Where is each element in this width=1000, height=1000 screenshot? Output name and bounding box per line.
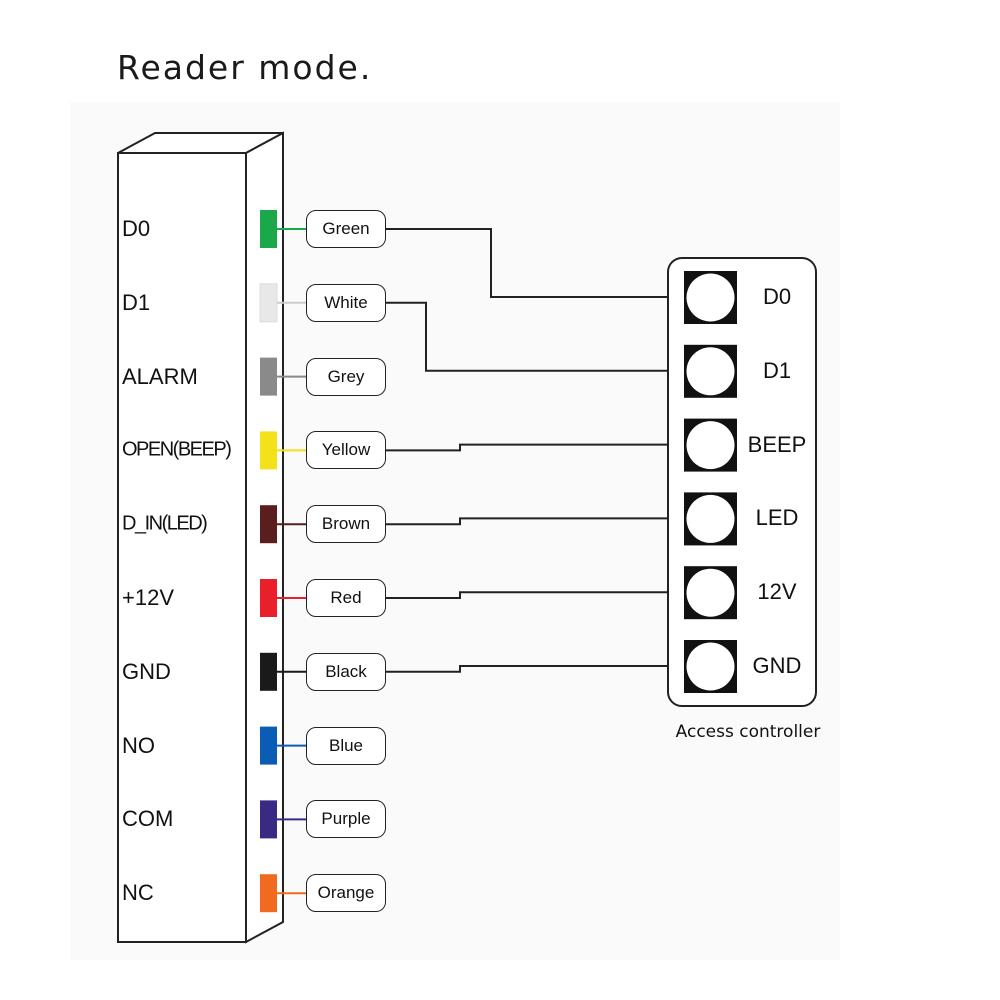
- wire-label-orange: Orange: [306, 874, 386, 913]
- controller-terminal-screw-beep: [686, 421, 735, 470]
- controller-terminal-d0: D0: [762, 284, 792, 309]
- reader-terminal-open-beep: OPEN(BEEP): [122, 438, 232, 461]
- swatch-brown: [260, 505, 277, 544]
- controller-terminal-screw-d0: [686, 273, 735, 322]
- connection-white-to-d1: [386, 301, 668, 372]
- reader-terminal-alarm: ALARM: [122, 363, 198, 389]
- access-controller-box: [667, 257, 817, 707]
- connection-green-to-d0: [386, 228, 668, 298]
- reader-terminal-d0: D0: [122, 216, 151, 241]
- reader-terminal-nc: NC: [122, 880, 154, 906]
- wire-label-yellow: Yellow: [306, 431, 386, 470]
- controller-terminal-d1: D1: [762, 357, 792, 383]
- controller-terminals: [684, 271, 737, 693]
- controller-terminal-screw-gnd: [686, 642, 735, 691]
- reader-box-front: [117, 152, 247, 943]
- wire-label-purple: Purple: [306, 800, 386, 839]
- wire-label-white: White: [306, 283, 386, 322]
- page-title: Reader mode.: [117, 48, 373, 87]
- wire-label-red: Red: [306, 579, 386, 617]
- wire-label-green: Green: [306, 210, 386, 248]
- controller-terminal-screw-d1: [686, 347, 735, 396]
- wire-leads: [277, 228, 307, 895]
- connection-black-to-gnd: [386, 665, 668, 673]
- access-controller-caption: Access controller: [675, 722, 821, 742]
- swatch-orange: [260, 874, 277, 913]
- reader-terminal-com: COM: [122, 806, 174, 832]
- controller-terminal-12v: 12V: [757, 579, 797, 605]
- reader-terminal-12v: +12V: [122, 585, 174, 610]
- connection-lines: [386, 228, 668, 673]
- controller-terminal-led: LED: [755, 505, 799, 531]
- wire-label-black: Black: [306, 652, 386, 691]
- controller-terminal-screw-led: [686, 494, 735, 543]
- swatch-red: [260, 579, 277, 617]
- swatch-yellow: [260, 431, 277, 470]
- controller-terminal-gnd: GND: [752, 653, 802, 678]
- reader-terminal-gnd: GND: [122, 658, 171, 684]
- swatch-green: [260, 210, 277, 248]
- wire-swatches: [259, 210, 278, 913]
- connection-red-to-12v: [386, 591, 668, 599]
- reader-terminal-d-in-led: D_IN(LED): [122, 512, 208, 535]
- swatch-white: [259, 283, 278, 323]
- swatch-grey: [260, 357, 277, 396]
- reader-terminal-no: NO: [122, 732, 155, 758]
- swatch-black: [260, 652, 277, 691]
- swatch-purple: [260, 800, 277, 839]
- swatch-blue: [260, 726, 277, 765]
- wire-label-grey: Grey: [306, 357, 386, 396]
- controller-terminal-beep: BEEP: [747, 431, 807, 457]
- controller-terminal-screw-12v: [686, 568, 735, 617]
- reader-terminal-d1: D1: [122, 289, 151, 315]
- wire-label-blue: Blue: [306, 726, 386, 765]
- connection-yellow-to-beep: [386, 443, 668, 452]
- wire-label-brown: Brown: [306, 505, 386, 544]
- connection-brown-to-led: [386, 517, 668, 526]
